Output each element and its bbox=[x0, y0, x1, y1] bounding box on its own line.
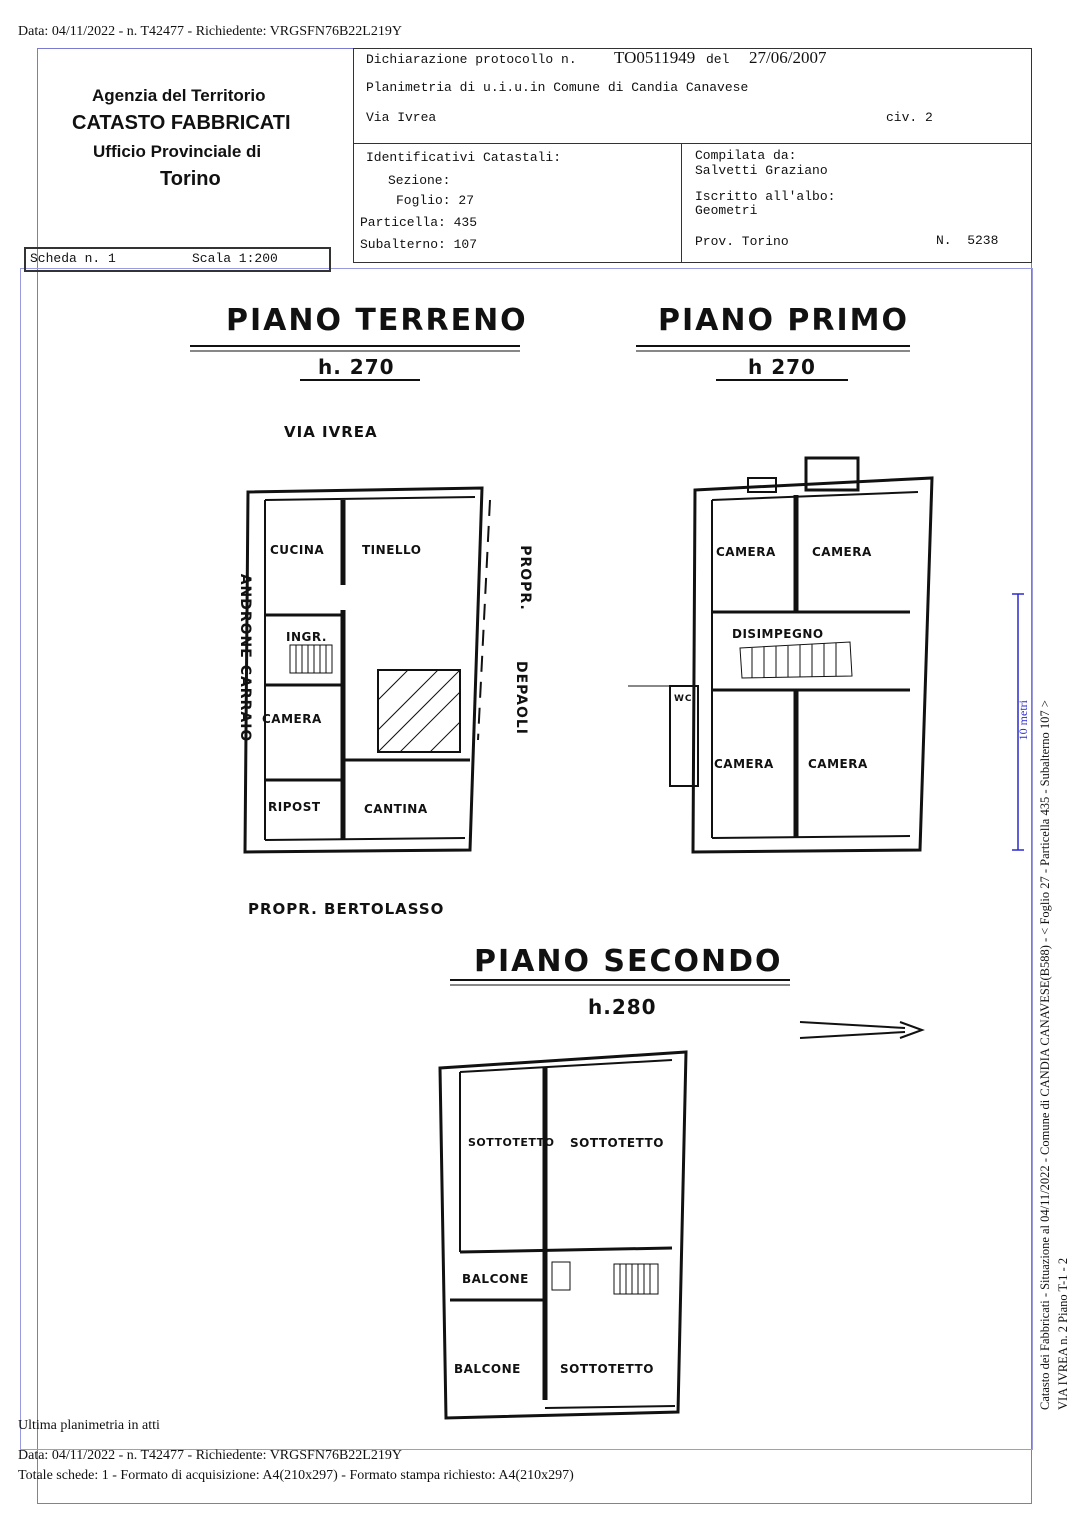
piano-terreno-title: PIANO TERRENO bbox=[226, 303, 528, 338]
room-tinello: TINELLO bbox=[362, 543, 422, 557]
particella-field: Particella: 435 bbox=[360, 215, 478, 230]
province-label: Prov. Torino bbox=[695, 234, 789, 249]
compilata-label: Compilata da: bbox=[695, 148, 797, 163]
room-cucina: CUCINA bbox=[270, 543, 325, 557]
piano-primo-title: PIANO PRIMO bbox=[658, 303, 910, 338]
side-address-line: VIA IVREA n. 2 Piano T-1 - 2 bbox=[1056, 1257, 1070, 1410]
street-name: Via Ivrea bbox=[366, 110, 437, 125]
agency-name: Agenzia del Territorio bbox=[92, 86, 266, 105]
footer-format-line: Totale schede: 1 - Formato di acquisizio… bbox=[18, 1468, 574, 1483]
identificativi-title: Identificativi Catastali: bbox=[366, 150, 562, 165]
room-balcone-1: BALCONE bbox=[462, 1272, 529, 1286]
ultima-planimetria-note: Ultima planimetria in atti bbox=[18, 1418, 160, 1433]
footer-request-line: Data: 04/11/2022 - n. T42477 - Richieden… bbox=[18, 1448, 402, 1463]
protocol-label: Dichiarazione protocollo n. bbox=[366, 52, 577, 67]
side-cadastre-line: Catasto dei Fabbricati - Situazione al 0… bbox=[1038, 700, 1052, 1410]
room-sottotetto-2: SOTTOTETTO bbox=[570, 1136, 664, 1150]
room-ripostiglio: RIPOST bbox=[268, 800, 321, 814]
room-wc: WC bbox=[674, 694, 693, 704]
room-camera-primo-2: CAMERA bbox=[812, 545, 872, 559]
planimetria-line: Planimetria di u.i.u.in Comune di Candia… bbox=[366, 80, 749, 95]
room-camera-primo-3: CAMERA bbox=[714, 757, 774, 771]
registration-number: N. 5238 bbox=[936, 233, 999, 248]
scala-label: Scala 1:200 bbox=[192, 251, 278, 266]
protocol-number: TO0511949 bbox=[614, 48, 696, 67]
propr-right-label: PROPR. bbox=[516, 545, 533, 611]
depaoli-label: DEPAOLI bbox=[513, 660, 530, 736]
drawing-frame bbox=[20, 268, 1033, 1450]
bertolasso-label: PROPR. BERTOLASSO bbox=[248, 900, 445, 918]
room-balcone-2: BALCONE bbox=[454, 1362, 521, 1376]
ufficio-label: Ufficio Provinciale di bbox=[93, 142, 262, 161]
civic-number: civ. 2 bbox=[886, 110, 933, 125]
subalterno-field: Subalterno: 107 bbox=[360, 237, 478, 252]
room-ingresso: INGR. bbox=[286, 630, 327, 644]
room-sottotetto-1: SOTTOTETTO bbox=[468, 1136, 555, 1149]
catasto-title: CATASTO FABBRICATI bbox=[72, 112, 291, 134]
foglio-field: Foglio: 27 bbox=[396, 193, 475, 208]
room-camera-terreno: CAMERA bbox=[262, 712, 322, 726]
piano-primo-height: h 270 bbox=[748, 355, 816, 379]
androne-label: ANDRONE CARRAIO bbox=[237, 573, 253, 743]
via-ivrea-label: VIA IVREA bbox=[284, 423, 378, 441]
room-camera-primo-4: CAMERA bbox=[808, 757, 868, 771]
scale-bar-label: 10 metri bbox=[1016, 700, 1030, 741]
ufficio-city: Torino bbox=[160, 168, 221, 190]
room-cantina: CANTINA bbox=[364, 802, 428, 816]
piano-secondo-title: PIANO SECONDO bbox=[474, 944, 783, 979]
sezione-field: Sezione: bbox=[388, 173, 451, 188]
iscritto-label: Iscritto all'albo: bbox=[695, 189, 836, 204]
compiler-box bbox=[681, 143, 1032, 263]
room-disimpegno: DISIMPEGNO bbox=[732, 627, 824, 641]
albo-value: Geometri bbox=[695, 203, 758, 218]
header-request-line: Data: 04/11/2022 - n. T42477 - Richieden… bbox=[18, 24, 402, 39]
piano-secondo-height: h.280 bbox=[588, 995, 657, 1019]
compiler-name: Salvetti Graziano bbox=[695, 163, 828, 178]
piano-terreno-height: h. 270 bbox=[318, 355, 395, 379]
del-label: del bbox=[706, 52, 730, 67]
room-sottotetto-3: SOTTOTETTO bbox=[560, 1362, 654, 1376]
scheda-number: Scheda n. 1 bbox=[30, 251, 116, 266]
room-camera-primo-1: CAMERA bbox=[716, 545, 776, 559]
protocol-date: 27/06/2007 bbox=[749, 48, 827, 67]
scheda-box bbox=[24, 247, 331, 272]
